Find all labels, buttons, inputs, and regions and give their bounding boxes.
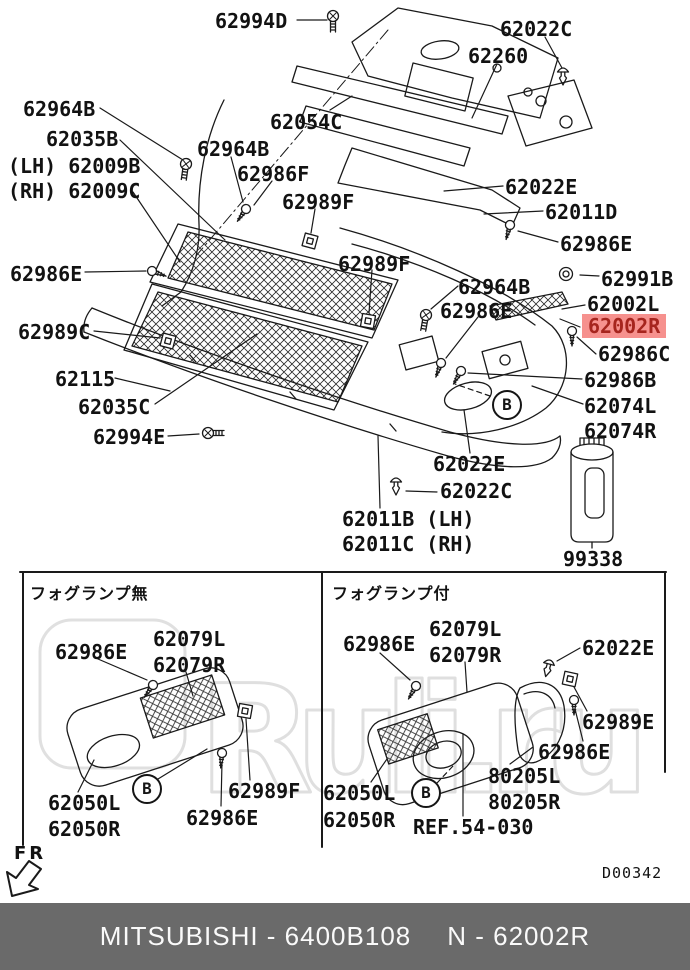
part-label-62989E: 62989E [582,710,655,734]
part-label-62074R: 62074R [584,419,657,443]
part-label-62079L: 62079L [153,627,226,651]
side-bracket-art [398,291,569,380]
radiator-support-art [195,7,593,257]
part-label-80205L: 80205L [488,764,561,788]
part-label-62050L: 62050L [323,781,396,805]
callout-b-main: B [492,390,522,420]
part-label-62989F: 62989F [282,190,355,214]
part-label-99338: 99338 [563,547,624,571]
part-label-62050R: 62050R [323,808,396,832]
part-label-62035C: 62035C [78,395,151,419]
part-label-62986E: 62986E [440,299,513,323]
footer-bar: MITSUBISHI - 6400B108 N - 62002R [0,903,690,970]
part-label-62986C: 62986C [598,342,671,366]
part-label-62022E: 62022E [582,636,655,660]
left-panel-art [66,658,254,807]
part-label-62050R: 62050R [48,817,121,841]
part-label-62022C: 62022C [440,479,513,503]
part-label-REF-54-030: REF.54-030 [413,815,534,839]
square-clip-icon [359,312,377,330]
part-label--RH-62009C: (RH) 62009C [8,179,141,203]
panel-borders [19,571,667,848]
part-label-62964B: 62964B [458,275,531,299]
bolt-icon [201,426,225,440]
panel-title-with-foglamp: フォグランプ付 [332,584,451,603]
grille-art [123,223,399,411]
part-label--LH-62009B: (LH) 62009B [8,154,141,178]
part-label-62002L: 62002L [587,292,660,316]
part-label-62986E: 62986E [55,640,128,664]
part-label-62022E: 62022E [505,175,578,199]
part-label-62986E: 62986E [538,740,611,764]
callout-b-right-panel: B [411,778,441,808]
part-label-62989F: 62989F [228,779,301,803]
part-label-62054C: 62054C [270,110,343,134]
part-label-62964B: 62964B [23,97,96,121]
canister-art [570,437,614,549]
screw-icon [501,218,517,242]
part-label-62994E: 62994E [93,425,166,449]
part-label-62986E: 62986E [560,232,633,256]
square-clip-icon [159,332,177,350]
diagram-code-label: D00342 [602,864,663,882]
part-label-62986B: 62986B [584,368,657,392]
part-label-62011D: 62011D [545,200,618,224]
square-clip-icon [301,232,319,250]
fr-arrow-icon [6,860,42,897]
part-label-62986E: 62986E [186,806,259,830]
part-label-62079L: 62079L [429,617,502,641]
bolt-icon [417,307,434,333]
part-label-62002R-highlighted: 62002R [582,314,667,338]
grommet-icon [558,266,574,282]
bolt-icon [177,157,193,182]
part-label-62022E: 62022E [433,452,506,476]
screw-icon [233,202,253,225]
part-label-62011B-LH-: 62011B (LH) [342,507,475,531]
part-label-80205R: 80205R [488,790,561,814]
callout-b-left-panel: B [132,774,162,804]
part-label-62022C: 62022C [500,17,573,41]
part-label-62074L: 62074L [584,394,657,418]
part-label-62964B: 62964B [197,137,270,161]
footer-brand-part-number: MITSUBISHI - 6400B108 [99,921,412,951]
part-label-62011C-RH-: 62011C (RH) [342,532,475,556]
bolt-icon [326,9,340,33]
screw-icon [566,325,578,347]
part-label-62994D: 62994D [215,9,288,33]
part-label-62079R: 62079R [153,653,226,677]
footer-reference-number: N - 62002R [447,921,591,951]
part-label-62986F: 62986F [237,162,310,186]
panel-title-no-foglamp: フォグランプ無 [30,584,149,603]
part-label-62115: 62115 [55,367,116,391]
square-clip-icon [561,670,579,688]
screw-icon [430,356,448,380]
leader-lines-main [84,19,600,509]
part-label-62260: 62260 [468,44,529,68]
right-panel-art [367,647,588,817]
part-label-62989C: 62989C [18,320,91,344]
part-label-62986E: 62986E [343,632,416,656]
part-label-62035B: 62035B [46,127,119,151]
part-label-62989F: 62989F [338,252,411,276]
square-clip-icon [236,702,254,720]
part-label-62050L: 62050L [48,791,121,815]
part-label-62079R: 62079R [429,643,502,667]
part-label-62986E: 62986E [10,262,83,286]
part-label-62991B: 62991B [601,267,674,291]
clip-icon [389,477,403,496]
fr-direction-label: FR [14,843,47,864]
